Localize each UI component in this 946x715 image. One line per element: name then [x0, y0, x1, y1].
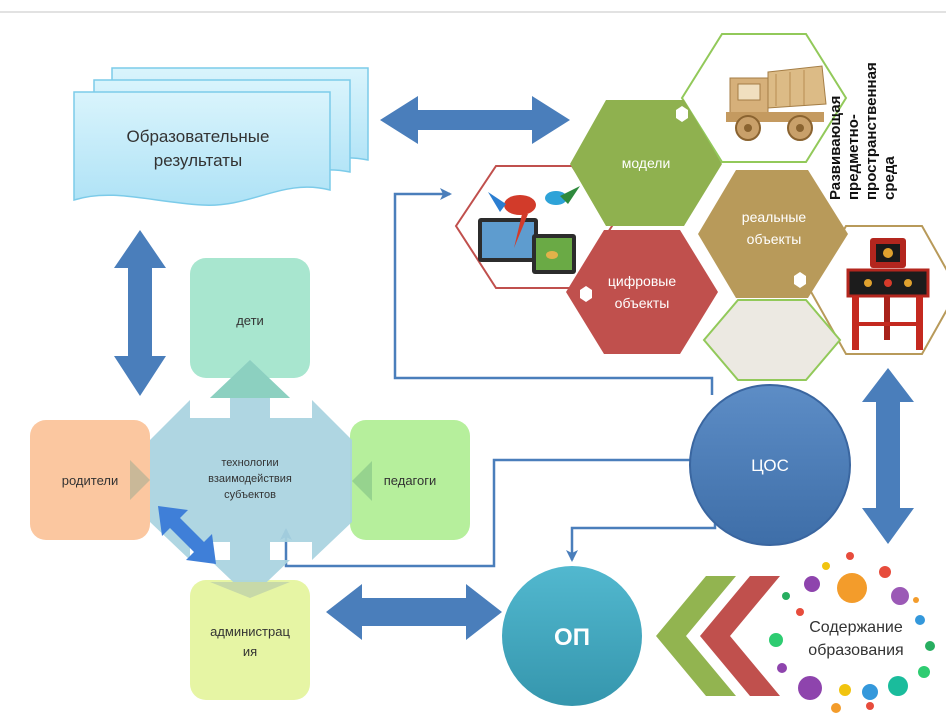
results-document[interactable]: Образовательные результаты — [73, 67, 369, 206]
hex-digital-objects[interactable]: цифровые объекты — [566, 230, 718, 354]
chevron-red — [700, 576, 780, 696]
hex-empty[interactable] — [702, 299, 842, 381]
box-admin[interactable] — [190, 580, 310, 700]
double-arrow-admin-op — [326, 584, 502, 640]
double-arrow-env-content — [862, 368, 914, 544]
cross-tip-left — [130, 460, 150, 500]
vertical-title-4: среда — [881, 156, 898, 200]
hex-digital-label-2: объекты — [615, 295, 670, 311]
box-children[interactable] — [190, 258, 310, 378]
box-parents[interactable] — [30, 420, 150, 540]
cross-tip-right — [352, 461, 372, 501]
diagonal-double-arrow — [158, 506, 216, 564]
center-label-2: взаимодействия — [208, 473, 292, 485]
box-admin-label-1: администрац — [210, 624, 290, 639]
hex-truck-image[interactable] — [680, 33, 848, 163]
content-dots — [769, 552, 935, 713]
center-label-1: технологии — [221, 457, 278, 469]
double-arrow-results-subjects — [114, 230, 166, 396]
parrots-tablet-image — [478, 186, 580, 274]
results-label-2: результаты — [154, 151, 242, 170]
wooden-truck-image — [726, 65, 827, 141]
hex-parrots-image[interactable] — [454, 165, 614, 289]
cross-tip-top — [210, 360, 290, 398]
double-arrow-results-env — [380, 96, 570, 144]
content-label-2: образования — [808, 642, 903, 659]
hex-models[interactable]: модели — [570, 100, 722, 226]
box-teachers-label: педагоги — [384, 473, 437, 488]
circle-tsos-label: ЦОС — [751, 456, 789, 475]
connector-tsos-to-op — [566, 522, 717, 562]
painted-chair-image — [846, 238, 930, 350]
chevron-green — [656, 576, 736, 696]
hex-models-label: модели — [622, 155, 671, 171]
cross-tip-bottom — [210, 582, 290, 598]
circle-op-label: ОП — [554, 624, 590, 651]
hex-chair-image[interactable] — [808, 225, 946, 355]
center-label-3: субъектов — [224, 489, 276, 501]
vertical-title-3: пространственная — [863, 62, 880, 200]
circle-op[interactable]: ОП — [502, 566, 642, 706]
vertical-title-1: Развивающая — [827, 96, 844, 200]
box-teachers[interactable] — [350, 420, 470, 540]
hex-real-objects[interactable]: реальные объекты — [698, 170, 848, 298]
vertical-title: Развивающая предметно- пространственная … — [827, 62, 898, 200]
hex-real-label-2: объекты — [747, 231, 802, 247]
box-parents-label: родители — [62, 473, 118, 488]
box-children-label: дети — [236, 313, 264, 328]
hex-digital-label-1: цифровые — [608, 273, 676, 289]
circle-tsos[interactable]: ЦОС — [689, 384, 851, 546]
vertical-title-2: предметно- — [845, 114, 862, 200]
connector-tsos-to-center — [280, 458, 692, 568]
hex-real-label-1: реальные — [742, 209, 807, 225]
box-admin-label-2: ия — [243, 644, 257, 659]
content-label-1: Содержание — [809, 619, 903, 636]
results-label-1: Образовательные — [127, 127, 270, 146]
connector-tsos-to-images — [393, 188, 714, 395]
